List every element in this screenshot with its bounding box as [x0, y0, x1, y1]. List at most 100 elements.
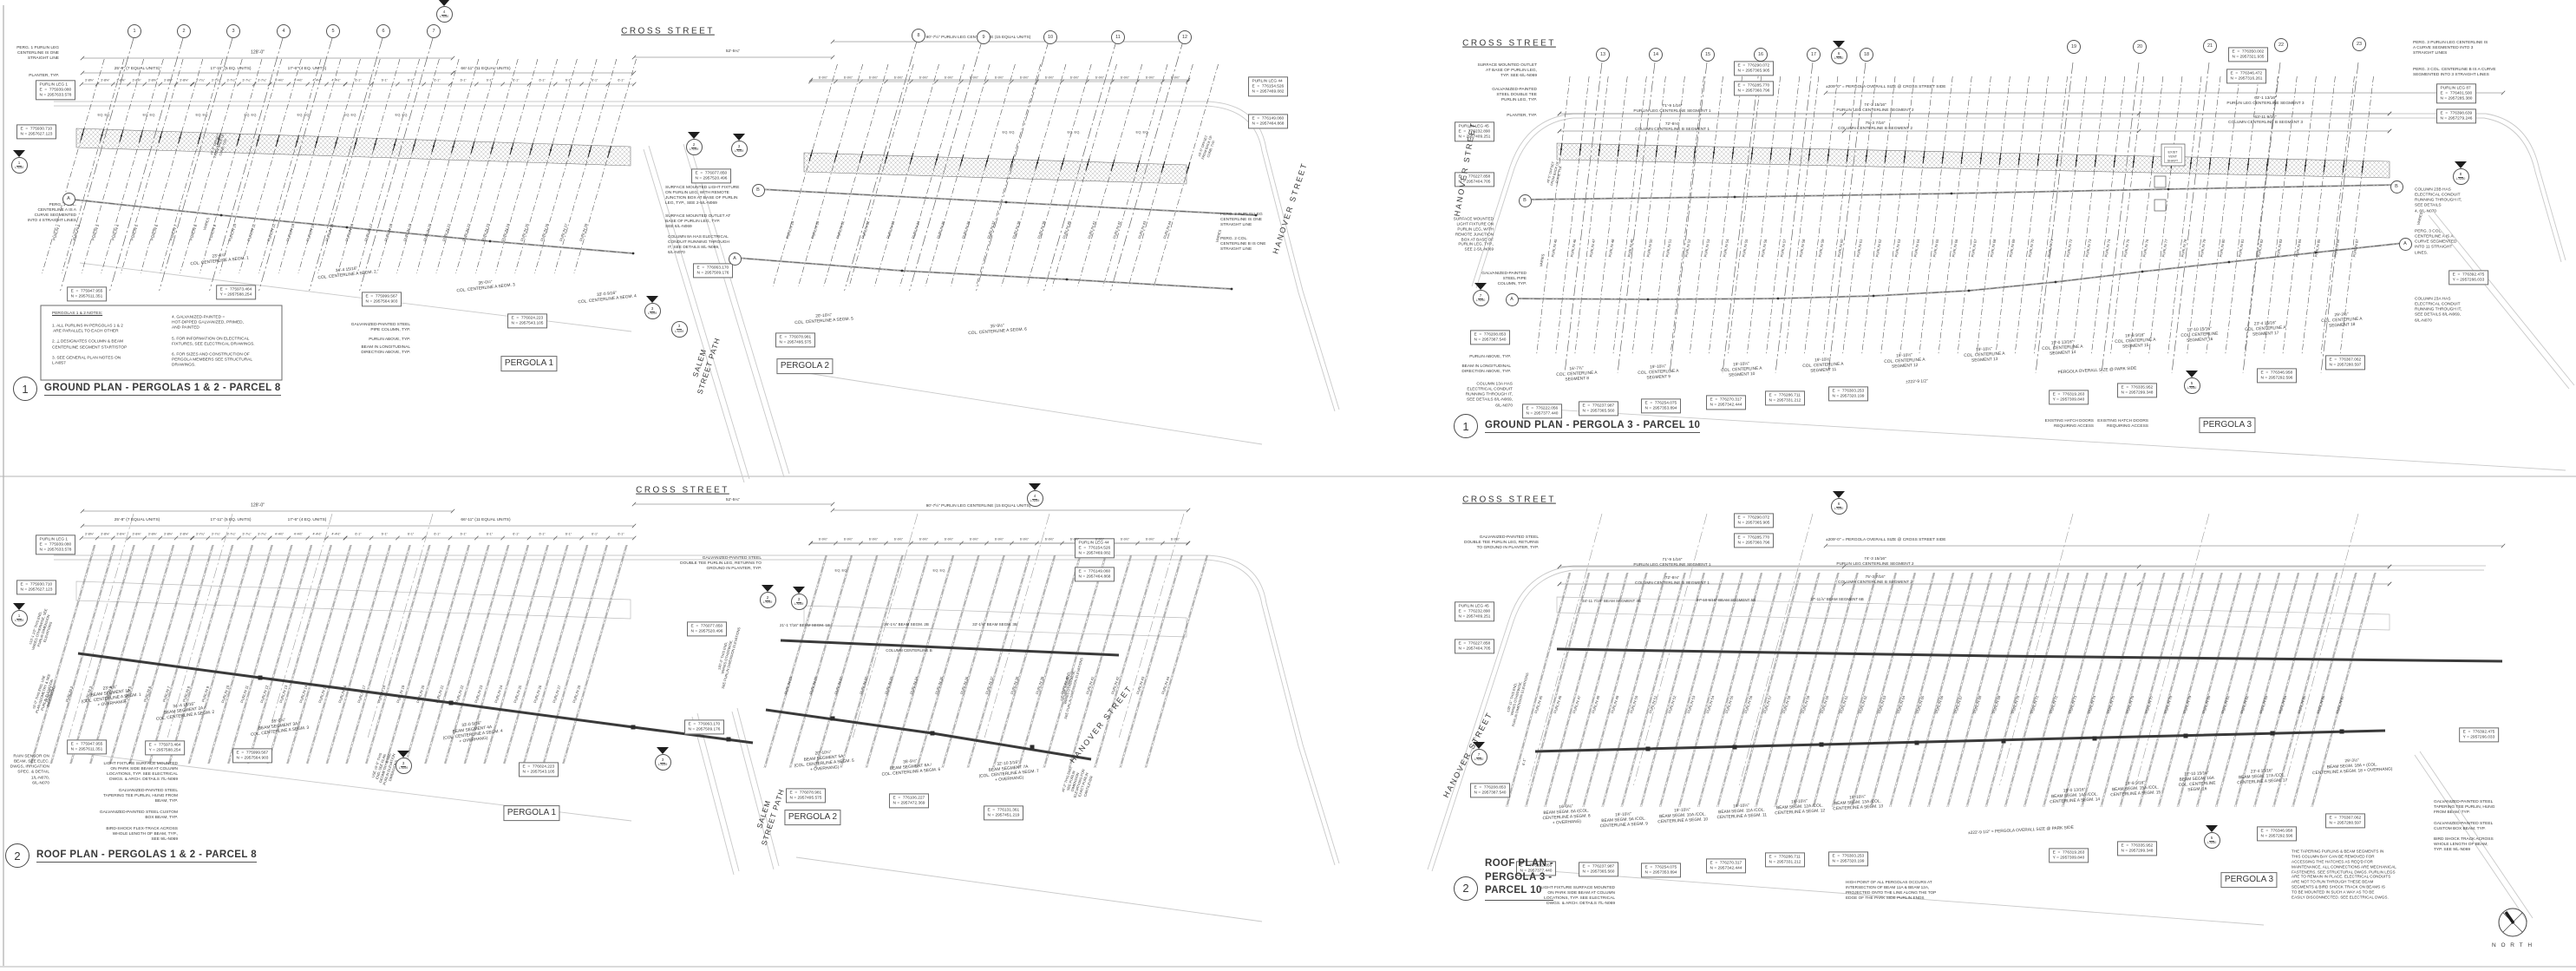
road-edge: [683, 143, 785, 478]
roof-purlin-edge: [1850, 572, 1915, 808]
dim-tick: [396, 82, 400, 87]
road-edge: [79, 262, 632, 332]
grid-leader-line: [359, 37, 434, 292]
roof-purlin-edge: [2140, 572, 2204, 808]
dim-tick: [631, 523, 637, 528]
roof-purlin-edge: [1601, 572, 1665, 808]
column-centerline-dashdot: [735, 257, 1232, 290]
roof-purlin-centerline: [1736, 572, 1801, 808]
roof-purlin-centerline: [1794, 572, 1858, 808]
dim-tick: [206, 535, 211, 541]
purlin-leg-point: [2246, 163, 2250, 166]
roof-purlin-edge: [1814, 572, 1878, 808]
purlin-centerline: [899, 63, 965, 287]
purlin-leg-point: [2189, 161, 2193, 165]
roof-purlin-centerline: [2158, 572, 2222, 808]
column-point: [1004, 200, 1008, 204]
purlin-leg-point: [1808, 154, 1811, 156]
purlin-leg-point: [1036, 161, 1039, 164]
dim-tick: [173, 82, 179, 87]
roof-purlin-edge: [485, 544, 549, 764]
roof-purlin-edge: [1622, 572, 1686, 808]
purlin-leg-point: [1674, 150, 1677, 154]
dim-tick: [830, 39, 835, 44]
purlin-leg-point: [296, 141, 298, 143]
roof-purlin-edge: [1967, 572, 2031, 808]
roof-purlin-centerline: [764, 554, 827, 769]
roof-purlin-edge: [503, 544, 567, 764]
dim-tick: [552, 535, 558, 541]
roof-purlin-centerline: [1909, 572, 1973, 808]
roof-purlin-edge: [2272, 572, 2337, 808]
purlin-leg-point: [2304, 164, 2307, 167]
column-centerline: [73, 199, 634, 254]
roof-purlin-edge: [1871, 572, 1936, 808]
purlin-leg-point: [1010, 161, 1014, 163]
dim-tick: [934, 79, 938, 84]
column-centerline: [1510, 242, 2405, 301]
purlin-centerline: [199, 58, 263, 274]
roof-purlin-centerline: [992, 554, 1056, 769]
dim-tick: [909, 541, 913, 546]
roof-purlin-edge: [2214, 572, 2279, 808]
roof-purlin-edge: [1620, 572, 1684, 808]
purlin-centerline: [874, 63, 939, 287]
dim-tick: [552, 82, 558, 87]
purlin-leg-point: [1903, 155, 1906, 158]
purlin-leg-point: [608, 150, 611, 154]
purlin-leg-point: [237, 138, 240, 141]
dim-tick: [189, 82, 194, 87]
purlin-centerline: [573, 58, 637, 274]
purlin-leg-point: [101, 134, 103, 136]
grid-leader-line: [1118, 513, 1185, 738]
grid-leader-line: [159, 37, 233, 292]
roof-purlin-edge: [943, 554, 1005, 769]
dim-tick: [909, 79, 913, 84]
grid-leader-line: [2242, 62, 2281, 374]
purlin-leg-point: [2285, 164, 2288, 167]
roof-purlin-edge: [1756, 572, 1821, 808]
purlin-leg-point: [2113, 160, 2116, 163]
roof-purlin-edge: [815, 554, 879, 769]
purlin-leg-point: [2075, 159, 2078, 162]
roof-purlin-edge: [1582, 572, 1646, 808]
roof-purlin-edge: [2082, 572, 2147, 808]
roof-purlin-edge: [29, 544, 95, 764]
roof-purlin-edge: [2023, 572, 2088, 808]
roof-purlin-edge: [2234, 572, 2298, 808]
purlin-leg-point: [335, 141, 337, 144]
dim-tick: [396, 535, 400, 541]
roof-purlin-edge: [2063, 572, 2128, 808]
dim-tick: [206, 82, 211, 87]
dim-tick: [1035, 541, 1039, 546]
roof-purlin-edge: [1526, 572, 1591, 808]
roof-purlin-centerline: [30, 544, 95, 764]
dim-tick: [221, 535, 226, 541]
roof-purlin-edge: [1793, 572, 1857, 808]
dim-tick: [79, 82, 84, 87]
roof-purlin-edge: [2178, 572, 2242, 808]
roof-purlin-edge: [522, 544, 587, 764]
purlin-leg-point: [471, 146, 474, 148]
dim-tick: [450, 508, 455, 514]
dim-tick: [1035, 79, 1039, 84]
purlin-centerline: [258, 58, 322, 274]
road-edge: [736, 707, 780, 867]
roof-purlin-edge: [90, 544, 155, 764]
dim-tick: [1186, 541, 1191, 546]
roof-purlin-edge: [841, 554, 904, 769]
dim-tick: [526, 535, 532, 541]
purlin-leg-point: [1636, 149, 1639, 153]
roof-purlin-centerline: [1069, 554, 1132, 769]
roof-purlin-edge: [209, 544, 273, 764]
dim-tick: [324, 535, 329, 541]
column-square: [2001, 738, 2006, 744]
purlin-centerline: [950, 63, 1016, 287]
dim-tick: [1135, 541, 1140, 546]
dim-tick: [1135, 79, 1140, 84]
roof-purlin-edge: [1660, 572, 1724, 808]
grid-leader-line: [68, 513, 134, 738]
dim-tick: [859, 541, 863, 546]
vent-shaft-box: [2161, 143, 2186, 167]
